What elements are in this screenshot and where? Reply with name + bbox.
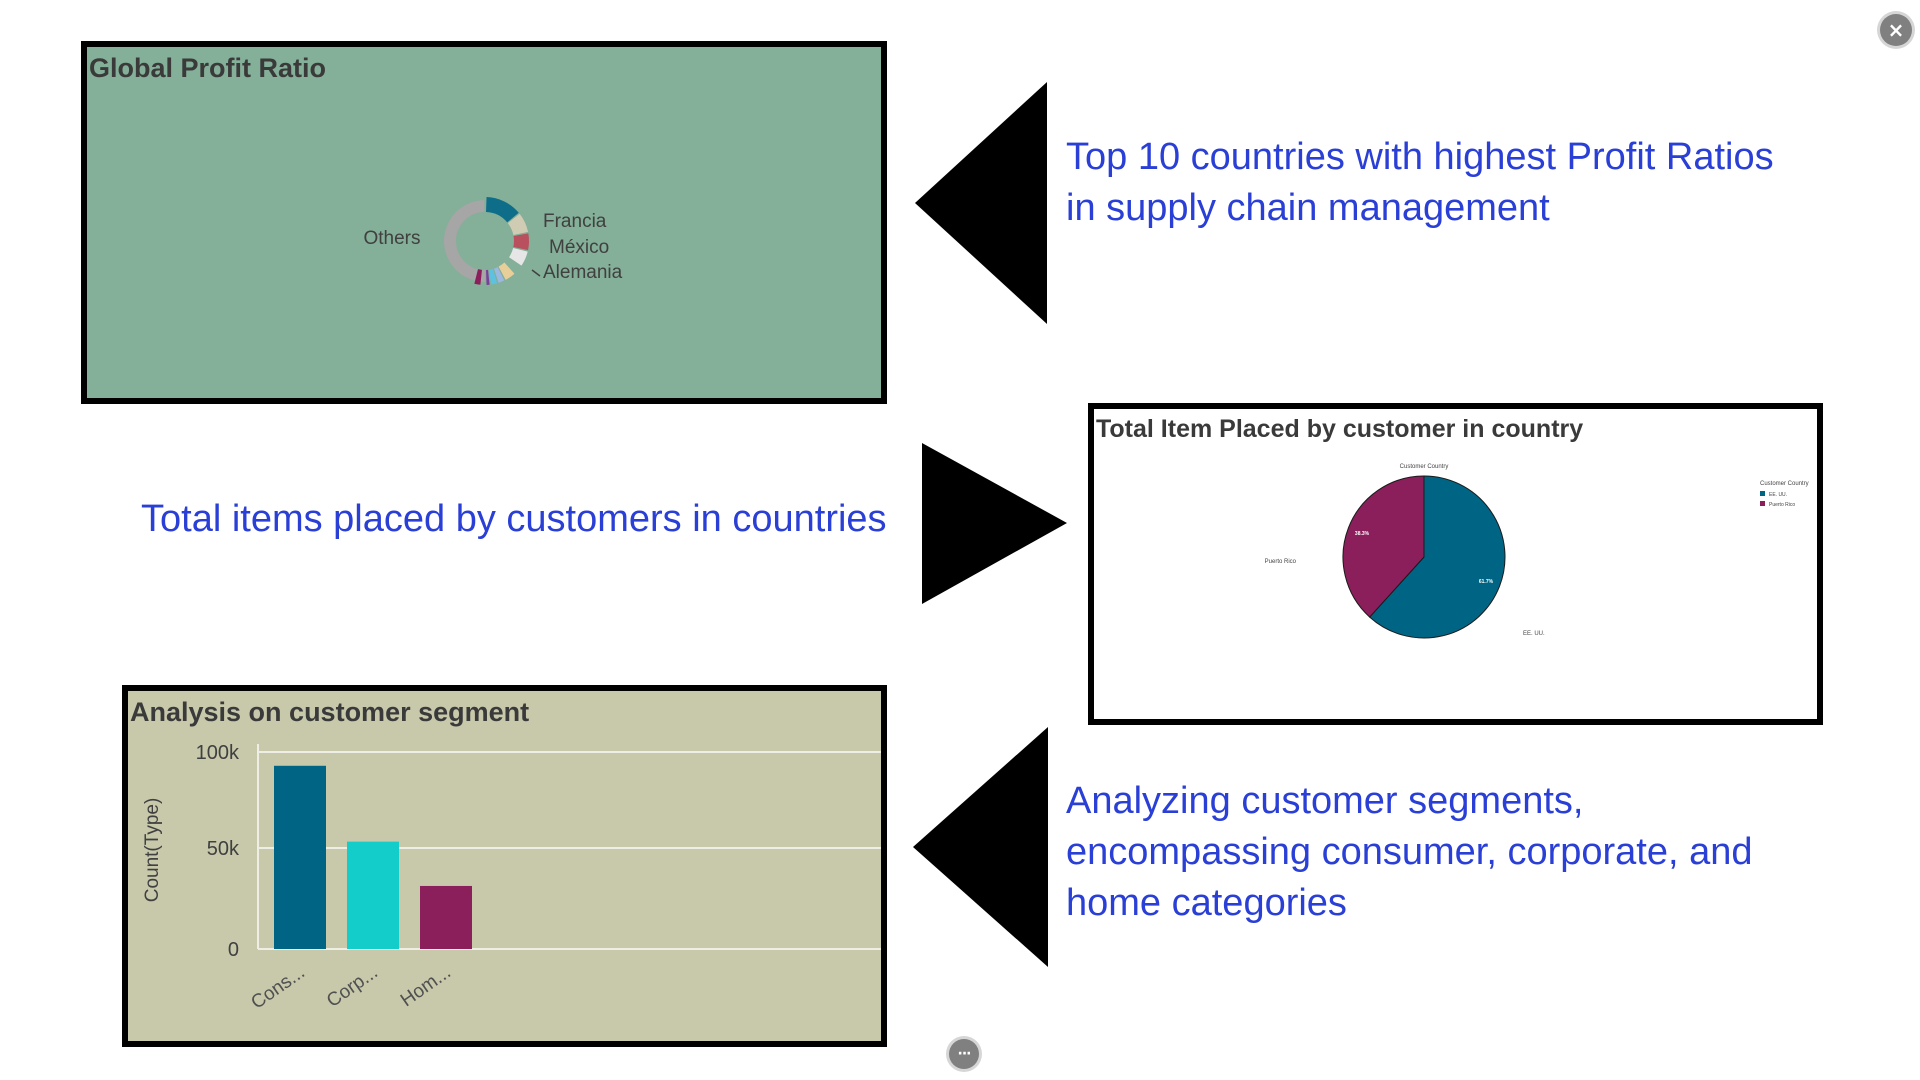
items-country-title: Total Item Placed by customer in country xyxy=(1096,415,1584,443)
legend-swatch-puerto-rico xyxy=(1760,501,1765,506)
pie-value-label-1: 38.3% xyxy=(1355,531,1370,537)
donut-segment-2 xyxy=(507,213,529,236)
close-button[interactable]: × xyxy=(1880,14,1912,46)
donut-leader-line xyxy=(531,269,541,277)
pie-label-puerto-rico: Puerto Rico xyxy=(1265,559,1297,565)
donut-label-others: Others xyxy=(363,228,420,249)
profit-caption: Top 10 countries with highest Profit Rat… xyxy=(1066,136,1774,229)
more-options-button[interactable]: ··· xyxy=(949,1039,979,1069)
profit-ratio-donut-chart: Others Francia México Alemania xyxy=(363,197,623,285)
profit-ratio-panel[interactable]: Global Profit Ratio Others Francia Méxic… xyxy=(81,41,887,404)
bar-0[interactable] xyxy=(274,765,326,949)
customer-segment-title: Analysis on customer segment xyxy=(130,697,530,727)
donut-segment-5 xyxy=(498,262,515,280)
pie-subtitle: Customer Country xyxy=(1400,464,1449,470)
arrow-right-icon xyxy=(922,443,1067,604)
customer-segment-panel[interactable]: Analysis on customer segment 100k 50k 0 … xyxy=(122,685,887,1047)
x-tick-label-0: Cons... xyxy=(248,962,309,1014)
segment-caption: Analyzing customer segments, encompassin… xyxy=(1066,780,1753,924)
donut-label-francia: Francia xyxy=(543,211,607,232)
y-axis-label: Count(Type) xyxy=(142,798,163,903)
items-caption: Total items placed by customers in count… xyxy=(141,498,887,540)
customer-segment-bar-chart: 100k 50k 0 Count(Type) Cons... Corp... Hom… xyxy=(142,742,881,1014)
legend-label-puerto-rico: Puerto Rico xyxy=(1769,502,1795,508)
profit-ratio-title: Global Profit Ratio xyxy=(89,53,327,83)
donut-label-alemania: Alemania xyxy=(543,262,623,283)
donut-segment-6 xyxy=(493,267,505,283)
bar-2[interactable] xyxy=(420,885,472,949)
donut-segment-1 xyxy=(485,197,519,223)
donut-segment-9 xyxy=(474,269,483,285)
items-country-pie-chart: Customer Country 61.7%38.3% Puerto Rico … xyxy=(1265,464,1809,639)
donut-segment-4 xyxy=(508,247,528,266)
donut-segment-others xyxy=(444,200,486,282)
more-icon: ··· xyxy=(957,1046,972,1062)
legend-title: Customer Country xyxy=(1760,481,1809,487)
pie-label-eeuu: EE. UU. xyxy=(1523,631,1545,637)
bar-1[interactable] xyxy=(347,841,399,949)
pie-slice-0 xyxy=(1368,475,1506,639)
donut-segment-7 xyxy=(488,268,498,285)
arrow-left-icon xyxy=(913,727,1048,967)
pie-slice-1 xyxy=(1342,475,1425,618)
pie-value-label-0: 61.7% xyxy=(1479,579,1494,585)
arrow-left-icon xyxy=(915,82,1047,324)
close-icon: × xyxy=(1887,18,1905,42)
legend-swatch-eeuu xyxy=(1760,491,1765,496)
x-tick-label-2: Hom... xyxy=(397,962,455,1011)
ytick-0: 0 xyxy=(228,939,239,961)
ytick-100k: 100k xyxy=(196,742,240,764)
donut-label-mexico: México xyxy=(549,237,609,258)
legend-label-eeuu: EE. UU. xyxy=(1769,492,1787,498)
donut-segment-3 xyxy=(513,233,529,251)
ytick-50k: 50k xyxy=(207,838,240,860)
x-tick-label-1: Corp... xyxy=(323,962,382,1012)
items-country-panel[interactable]: Total Item Placed by customer in country… xyxy=(1088,403,1823,725)
